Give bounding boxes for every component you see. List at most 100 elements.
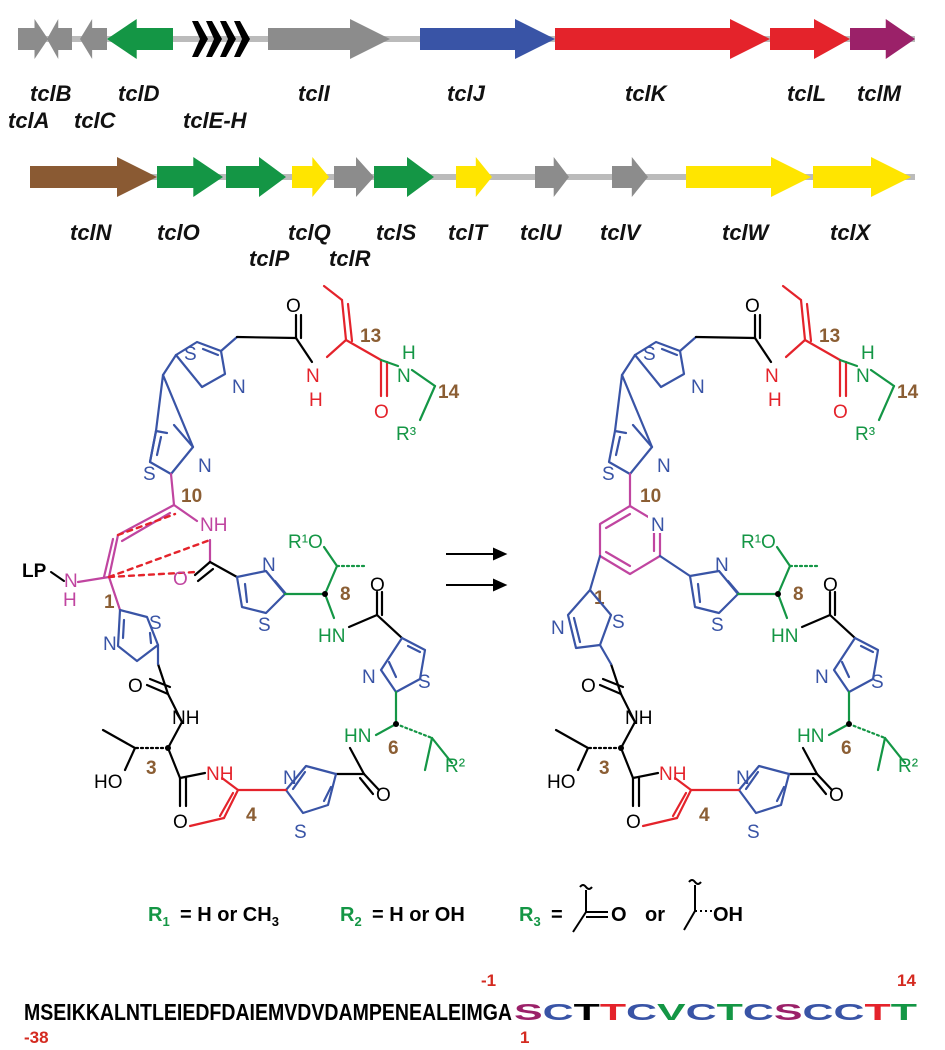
gene-arrow-tclE-H-3 bbox=[220, 21, 236, 57]
gene-arrow-tclX bbox=[813, 157, 911, 197]
r1-value-subscript: 3 bbox=[272, 914, 279, 929]
r3-ketone-o: O bbox=[611, 904, 627, 926]
gene-arrow-tclE-H-2 bbox=[206, 21, 222, 57]
atom-hn-8: HN bbox=[318, 626, 345, 647]
substituent-r2-left: R² bbox=[445, 756, 465, 777]
r-atom-n-4thz: N bbox=[736, 768, 750, 789]
gene-label-tclV: tclV bbox=[600, 220, 643, 245]
residue-number-8-left: 8 bbox=[340, 584, 351, 605]
leader-peptide: MSEIKKALNTLEIEDFDAIEMVDVDAMPENEALEIMGA bbox=[24, 999, 512, 1025]
core-residue-4: T bbox=[600, 999, 626, 1025]
atom-n-lp: N bbox=[64, 571, 78, 592]
r-atom-n-8thz: N bbox=[715, 555, 729, 576]
atom-n-4thz: N bbox=[283, 768, 297, 789]
gene-arrow-tclV bbox=[612, 157, 648, 197]
r-atom-nh-3: NH bbox=[625, 708, 652, 729]
gene-label-tclQ: tclQ bbox=[288, 220, 331, 245]
atom-h-13: H bbox=[309, 390, 323, 411]
r2-label: R bbox=[340, 904, 355, 926]
atom-o-amide1: O bbox=[128, 676, 143, 697]
gene-label-tclD: tclD bbox=[118, 81, 160, 106]
r3-equals: = bbox=[551, 904, 563, 926]
core-residue-10: S bbox=[774, 999, 803, 1025]
gene-arrow-tclQ bbox=[292, 157, 329, 197]
atom-o-pre: O bbox=[173, 569, 188, 590]
atom-n-1thz: N bbox=[103, 634, 117, 655]
gene-arrow-tclM bbox=[850, 19, 915, 59]
gene-label-tclO: tclO bbox=[157, 220, 200, 245]
residue-number-3-left: 3 bbox=[146, 758, 157, 779]
r-atom-n-pyr: N bbox=[651, 515, 665, 536]
core-residue-3: T bbox=[574, 999, 600, 1025]
r-group-definitions: R1 = H or CH3 R2 = H or OH R3 = O or OH bbox=[148, 879, 743, 933]
gene-label-tclA: tclA bbox=[8, 108, 50, 133]
r-atom-s-6thz: S bbox=[871, 672, 884, 693]
atom-s-8thz: S bbox=[258, 615, 271, 636]
position-minus-38: -38 bbox=[24, 1028, 49, 1047]
r-residue-number-6: 6 bbox=[841, 738, 852, 759]
gene-arrow-tclN bbox=[30, 157, 157, 197]
r3-hydroxyl: OH bbox=[713, 904, 743, 926]
atom-nh-3: NH bbox=[172, 708, 199, 729]
r-atom-ho-3: HO bbox=[547, 772, 576, 793]
atom-hn-6: HN bbox=[344, 726, 371, 747]
r-atom-nh-4: NH bbox=[659, 764, 686, 785]
atom-h-14: H bbox=[402, 343, 416, 364]
atom-nh-pre: NH bbox=[200, 515, 227, 536]
gene-arrow-tclJ bbox=[420, 19, 555, 59]
core-residue-5: C bbox=[626, 999, 657, 1025]
r-residue-number-10: 10 bbox=[640, 486, 661, 507]
r-residue-number-1: 1 bbox=[594, 588, 605, 609]
gene-arrows bbox=[18, 19, 915, 197]
atom-n-6thz: N bbox=[362, 667, 376, 688]
atom-o-amide6: O bbox=[376, 785, 391, 806]
r1-value: = H or CH bbox=[180, 904, 272, 926]
gene-label-tclJ: tclJ bbox=[447, 81, 486, 106]
precursor-peptide-sequence: -1 14 MSEIKKALNTLEIEDFDAIEMVDVDAMPENEALE… bbox=[24, 971, 917, 1047]
gene-arrow-tclC bbox=[80, 19, 107, 59]
svg-text:R3: R3 bbox=[519, 904, 541, 929]
core-residue-6: V bbox=[657, 999, 687, 1025]
product-structure: S N O N H O 13 N H R³ 14 bbox=[547, 284, 919, 843]
atom-o-amide13: O bbox=[286, 296, 301, 317]
residue-number-10-left: 10 bbox=[181, 486, 202, 507]
gene-arrow-tclS bbox=[374, 157, 434, 197]
core-residue-13: T bbox=[865, 999, 891, 1025]
svg-text:= H or CH3: = H or CH3 bbox=[180, 904, 279, 929]
core-residue-8: T bbox=[717, 999, 743, 1025]
gene-arrow-tclK bbox=[555, 19, 770, 59]
residue-number-1-left: 1 bbox=[104, 592, 115, 613]
precursor-structure: S N O N H O 13 N H bbox=[22, 284, 465, 843]
r-residue-number-8: 8 bbox=[793, 584, 804, 605]
r-atom-n-1thz: N bbox=[551, 618, 565, 639]
r-atom-o-3: O bbox=[626, 812, 641, 833]
r-atom-s-2: S bbox=[602, 464, 615, 485]
r-atom-h-13: H bbox=[768, 390, 782, 411]
r-atom-hn-8: HN bbox=[771, 626, 798, 647]
residue-number-13: 13 bbox=[360, 326, 381, 347]
gene-label-tclT: tclT bbox=[448, 220, 489, 245]
atom-o-13: O bbox=[374, 402, 389, 423]
gene-arrow-tclT bbox=[456, 157, 492, 197]
r1-subscript: 1 bbox=[162, 914, 169, 929]
substituent-r1o-left: R¹O bbox=[288, 532, 323, 553]
r-atom-n-14: N bbox=[856, 366, 870, 387]
gene-label-tclN: tclN bbox=[70, 220, 113, 245]
r-atom-s-8thz: S bbox=[711, 615, 724, 636]
r2-value: = H or OH bbox=[372, 904, 465, 926]
core-residue-11: C bbox=[803, 999, 834, 1025]
r-atom-s-1thz: S bbox=[612, 612, 625, 633]
atom-s-6thz: S bbox=[418, 672, 431, 693]
r-atom-o-amide6: O bbox=[829, 785, 844, 806]
r3-subscript: 3 bbox=[533, 914, 540, 929]
atom-ho-3: HO bbox=[94, 772, 123, 793]
svg-text:R2: R2 bbox=[340, 904, 362, 929]
r-substituent-r3: R³ bbox=[855, 424, 875, 445]
hydroxyethyl-group-drawing bbox=[683, 879, 712, 931]
atom-o-amide8: O bbox=[370, 575, 385, 596]
r-atom-h-14: H bbox=[861, 343, 875, 364]
atom-n-14: N bbox=[397, 366, 411, 387]
atom-h-lp: H bbox=[63, 590, 77, 611]
